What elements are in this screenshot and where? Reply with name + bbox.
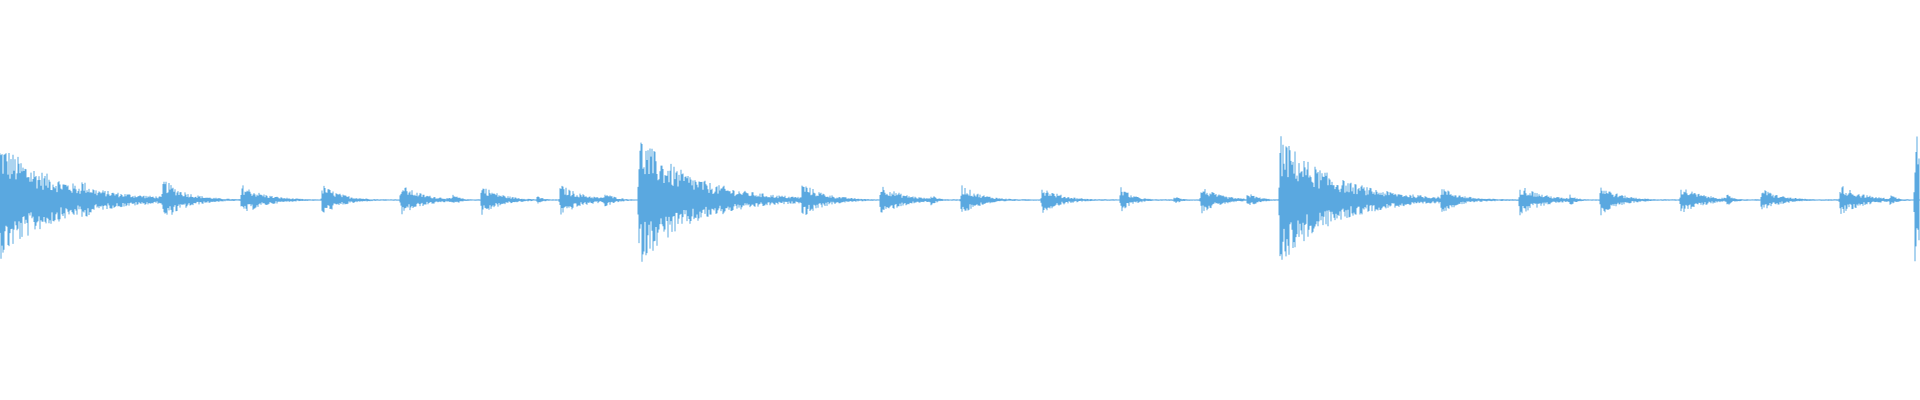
waveform-trace xyxy=(0,136,1920,262)
